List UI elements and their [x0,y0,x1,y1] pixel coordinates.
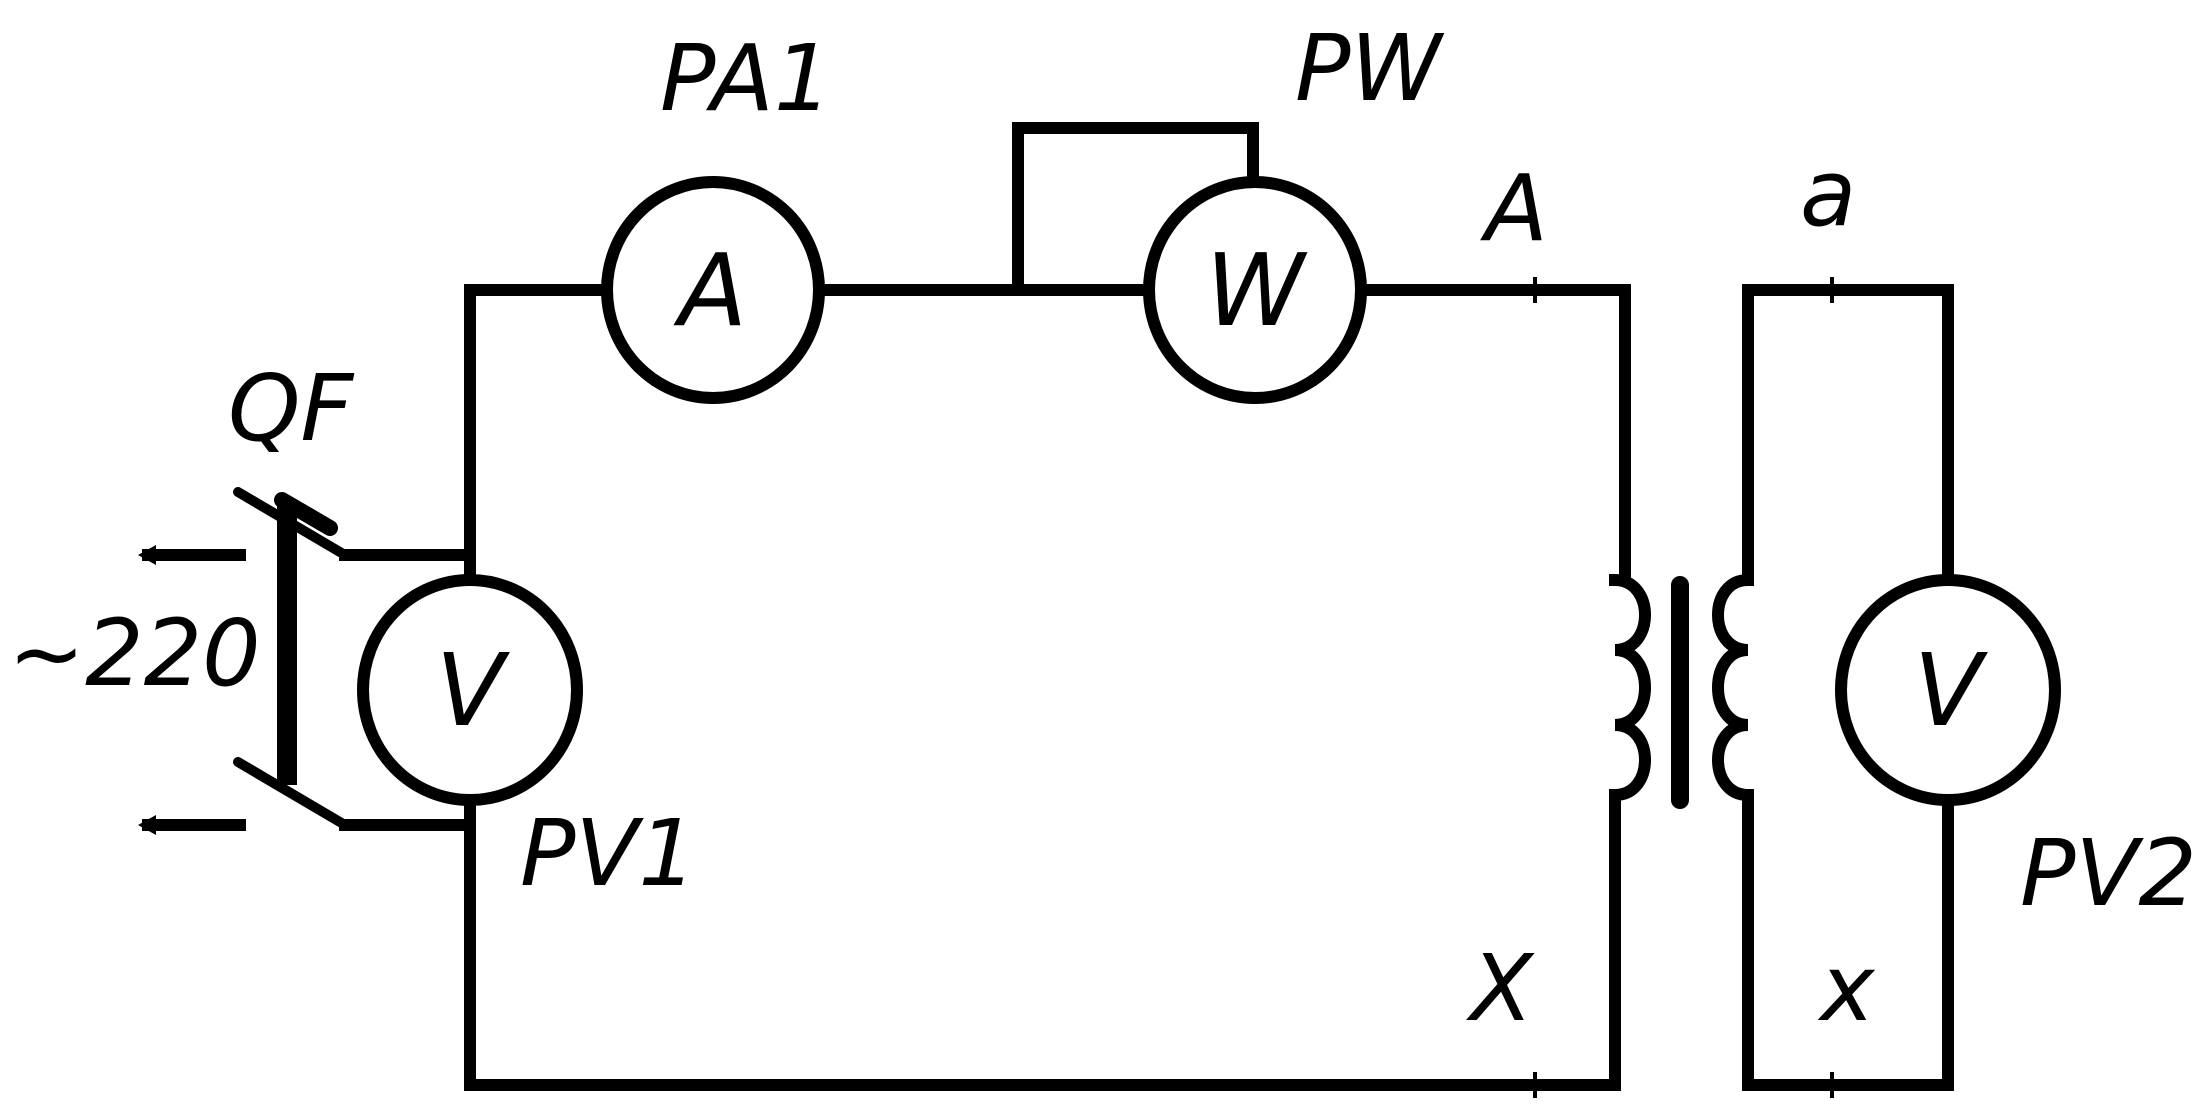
ammeter-pa1: A [601,176,825,404]
transformer-secondary-winding [1712,573,1755,802]
wattmeter-voltage-bridge [1012,122,1259,296]
label-pa1: PA1 [660,25,832,132]
voltmeter-pv2: V [1835,574,2061,806]
label-qf: QF [228,355,354,462]
ammeter-circle [601,176,825,404]
primary-top-left-wire [464,284,604,584]
transformer-primary-winding [1608,573,1651,802]
supply-arrow-top [138,545,156,565]
label-supply-voltage: ~220 [8,600,261,707]
voltmeter1-circle [357,574,583,806]
wire-tick-marks [468,277,1834,1098]
label-primary-end: X [1466,935,1535,1042]
label-pv2: PV2 [2020,820,2197,927]
diagram-labels: PA1 PW QF ~220 PV1 PV2 A a X x [8,15,2197,1042]
switch-lower-blade [233,757,350,830]
label-secondary-start: a [1800,140,1856,247]
voltmeter1-symbol: V [436,632,511,749]
wattmeter-circle [1143,176,1367,404]
wattmeter-symbol: W [1206,232,1308,349]
label-pv1: PV1 [520,800,697,907]
voltmeter-pv1: V [357,574,583,806]
supply-switch [138,487,476,835]
secondary-top-wire [1742,284,1954,586]
secondary-coil [1712,573,1755,802]
wattmeter-to-transformer-wire [1362,284,1631,586]
ammeter-symbol: A [673,232,747,349]
label-primary-start: A [1480,155,1548,262]
supply-arrow-bottom [138,815,156,835]
switch-link-top [274,492,338,536]
primary-coil [1608,573,1651,802]
voltmeter2-circle [1835,574,2061,806]
label-pw: PW [1295,15,1444,122]
wattmeter-pw: W [1143,176,1367,404]
secondary-bottom-wire [1742,789,1954,1091]
secondary-circuit-wiring [1742,284,1954,1091]
label-secondary-end: x [1817,935,1876,1042]
voltmeter2-symbol: V [1914,632,1989,749]
